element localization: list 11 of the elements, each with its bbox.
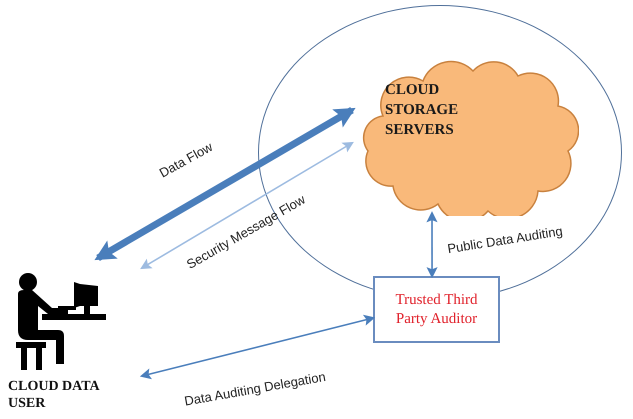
edge-label: Data Auditing Delegation <box>182 368 328 411</box>
node-label: Trusted Third Party Auditor <box>394 290 479 328</box>
node-label: CLOUD STORAGE SERVERS <box>385 81 460 140</box>
double-arrow <box>140 142 354 270</box>
edge-label: Data Flow <box>156 138 216 183</box>
double-arrow <box>140 314 376 380</box>
process-box <box>373 276 500 343</box>
node-label: CLOUD DATA USER <box>8 378 100 412</box>
edge-label: Public Data Auditing <box>446 222 564 258</box>
double-arrow <box>94 107 356 262</box>
double-arrow <box>426 211 438 278</box>
